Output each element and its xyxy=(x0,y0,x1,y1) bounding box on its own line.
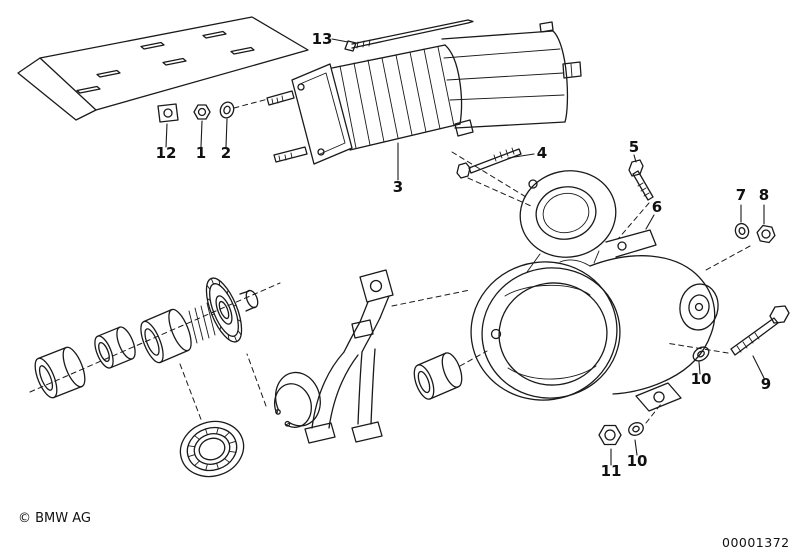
callout-6: 6 xyxy=(652,198,662,216)
collar-spacer xyxy=(94,326,136,369)
clip-nut-12 xyxy=(157,103,179,123)
callout-1: 1 xyxy=(196,144,206,162)
bolt-4 xyxy=(456,147,522,179)
callout-2: 2 xyxy=(221,144,231,162)
assembly-dashed-lines xyxy=(29,98,751,424)
washer-2 xyxy=(219,101,235,119)
washer-7 xyxy=(734,222,750,240)
copyright-text: © BMW AG xyxy=(18,511,91,526)
hex-nut-11 xyxy=(598,424,622,446)
washer-10-upper xyxy=(692,346,710,362)
callout-12: 12 xyxy=(156,144,177,162)
bushing-sleeve-left xyxy=(34,346,86,399)
engagement-fork xyxy=(304,269,394,444)
snap-ring xyxy=(274,371,321,428)
bolt-5 xyxy=(628,159,654,201)
solenoid-starter-assembly-3 xyxy=(266,21,582,165)
heat-shield-plate xyxy=(17,16,309,121)
callout-9: 9 xyxy=(761,375,771,393)
bushing-middle xyxy=(413,352,463,400)
bolt-9 xyxy=(730,305,790,356)
callout-13: 13 xyxy=(312,30,333,48)
document-number: 00001372 xyxy=(722,535,790,550)
callout-leader-lines xyxy=(165,38,765,466)
hex-nut-1 xyxy=(193,104,211,120)
drive-clutch xyxy=(140,302,216,364)
callout-10-upper: 10 xyxy=(691,370,712,388)
pinion-shaft-stub xyxy=(239,289,259,312)
hex-nut-8 xyxy=(756,224,776,244)
callout-10-lower: 10 xyxy=(627,452,648,470)
callout-3: 3 xyxy=(393,178,403,196)
support-bracket-6 xyxy=(519,170,657,258)
callout-8: 8 xyxy=(759,186,769,204)
drive-end-housing xyxy=(470,250,719,412)
callout-5: 5 xyxy=(629,138,639,156)
callout-4: 4 xyxy=(537,144,547,162)
roller-bearing xyxy=(179,420,245,478)
callout-11: 11 xyxy=(601,462,622,480)
callout-labels: 13 12 1 2 3 4 5 6 7 8 9 10 10 11 xyxy=(156,30,772,480)
tie-rod-13 xyxy=(344,19,474,52)
callout-7: 7 xyxy=(736,186,746,204)
pinion-gear xyxy=(205,277,243,343)
washer-10-lower xyxy=(628,422,644,436)
